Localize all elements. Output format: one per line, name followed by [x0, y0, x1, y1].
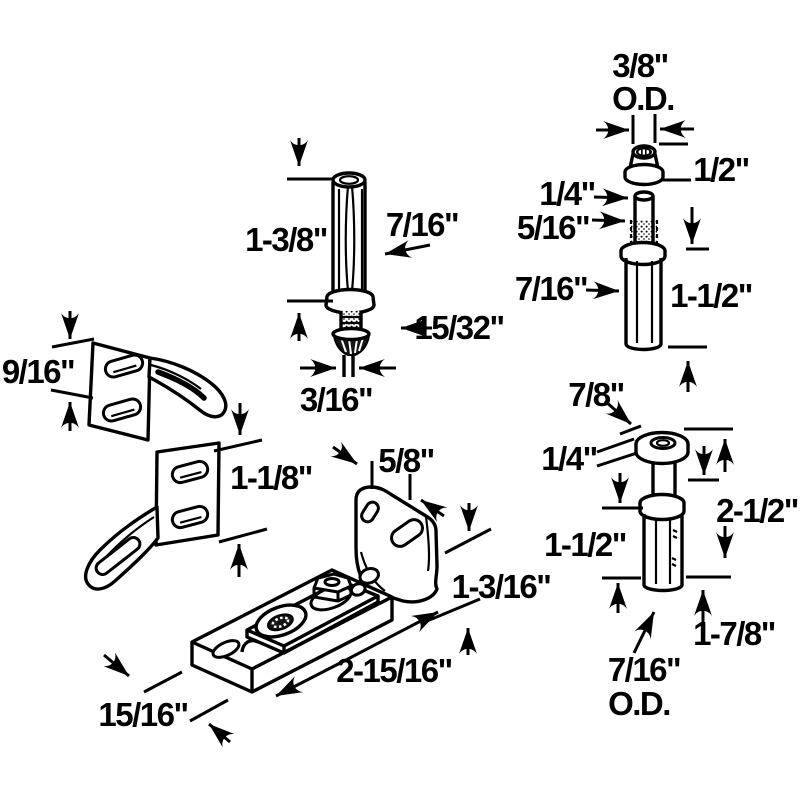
bottom-pivot-dimensions	[596, 399, 734, 654]
dim-label-lower-bracket: 1-1/8"	[230, 459, 312, 496]
fluted-pivot-pin: 1-3/8" 7/16" 15/32" 3/16"	[245, 138, 505, 418]
dim-label-fluted-prong: 3/16"	[300, 381, 372, 418]
top-pivot-dimensions	[585, 188, 709, 392]
dim-label-body-height: 1-1/2"	[544, 526, 626, 563]
grommet-drawing	[623, 144, 665, 187]
snugger-dimensions	[50, 311, 268, 577]
dim-label-fluted-anchor: 15/32"	[414, 309, 503, 346]
lower-bracket-drawing	[83, 441, 221, 591]
top-pivot-pin: 1/4" 5/16" 7/16" 1-1/2"	[515, 175, 753, 392]
fluted-pivot-drawing	[324, 171, 376, 377]
dim-label-bracket-width: 15/16"	[98, 696, 187, 733]
dim-label-grommet-height: 1/2"	[693, 151, 749, 188]
socket-grommet: 3/8" O.D. 1/2"	[596, 47, 750, 188]
upper-bracket-drawing	[87, 341, 228, 442]
dim-label-overall-height: 2-1/2"	[716, 492, 798, 529]
dim-label-fluted-length: 1-3/8"	[245, 221, 327, 258]
dim-label-fluted-diameter: 7/16"	[386, 206, 458, 243]
fluted-pivot-dimensions	[287, 138, 432, 377]
bracket-base-drawing	[190, 567, 394, 694]
dim-label-disc-thickness: 1/4"	[541, 440, 597, 477]
top-pivot-drawing	[619, 190, 667, 352]
dim-label-bracket-length: 2-15/16"	[336, 652, 452, 689]
dim-label-toppivot-spring: 5/16"	[517, 209, 589, 246]
dim-label-bracket-top: 5/8"	[378, 442, 434, 479]
grommet-dimensions	[596, 114, 694, 182]
dim-label-toppivot-body: 7/16"	[515, 270, 587, 307]
dim-label-grommet-od: 3/8"	[612, 47, 668, 84]
bracket-dimensions	[103, 441, 492, 748]
dim-label-body-od-unit: O.D.	[608, 685, 670, 722]
dim-label-body-od: 7/16"	[608, 651, 680, 688]
dim-label-insert-depth: 1-7/8"	[693, 615, 775, 652]
bottom-pivot: 7/8" 1/4" 2-1/2" 1-1/2" 1-7/8" 7/16" O.D…	[541, 376, 799, 722]
dim-label-upper-bracket: 9/16"	[2, 353, 74, 390]
dim-label-toppivot-tip: 1/4"	[539, 175, 595, 212]
serrated-disc	[254, 603, 308, 639]
dim-label-bracket-height: 1-3/16"	[452, 568, 551, 605]
bottom-pivot-drawing	[634, 430, 690, 593]
dim-label-toppivot-length: 1-1/2"	[670, 277, 752, 314]
keyhole-slot	[349, 567, 380, 597]
bottom-pivot-bracket: 5/8" 1-3/16" 2-15/16" 15/16"	[98, 441, 552, 748]
dim-label-disc-diameter: 7/8"	[568, 376, 624, 413]
dim-label-grommet-od-unit: O.D.	[612, 80, 674, 117]
snugger-brackets: 9/16" 1-1/8"	[2, 311, 313, 591]
